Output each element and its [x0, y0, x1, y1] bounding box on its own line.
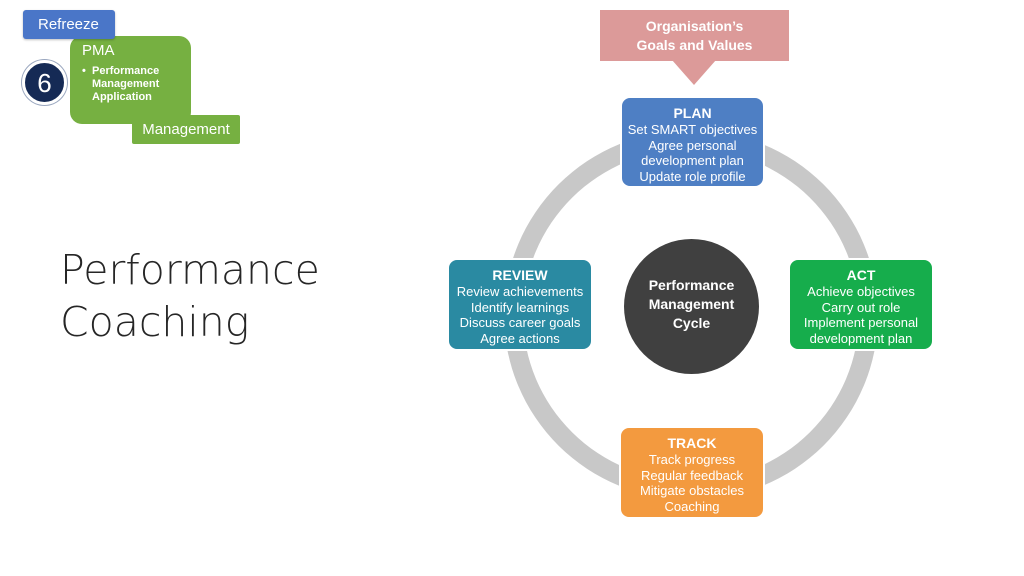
refreeze-button[interactable]: Refreeze — [23, 10, 115, 39]
act-box: ACT Achieve objectives Carry out role Im… — [788, 258, 934, 351]
title-line-1: Performance — [60, 246, 320, 294]
act-heading: ACT — [846, 267, 876, 283]
track-box: TRACK Track progress Regular feedback Mi… — [619, 426, 765, 519]
step-number-badge: 6 — [22, 60, 67, 105]
pma-card[interactable]: PMA Performance Management Application — [70, 36, 191, 124]
plan-item: Update role profile — [639, 168, 746, 184]
pma-bullet-text: Performance Management Application — [82, 65, 181, 104]
cycle-center-circle: Performance Management Cycle — [624, 239, 759, 374]
track-item: Regular feedback — [641, 467, 743, 483]
review-item: Identify learnings — [470, 299, 570, 315]
plan-heading: PLAN — [673, 105, 712, 121]
review-box: REVIEW Review achievements Identify lear… — [447, 258, 593, 351]
review-heading: REVIEW — [492, 267, 548, 283]
goals-line-2: Goals and Values — [636, 37, 753, 53]
act-item: development plan — [809, 330, 913, 346]
management-button[interactable]: Management — [132, 115, 240, 144]
act-item: Achieve objectives — [807, 284, 915, 299]
center-line-1: Performance — [648, 277, 735, 293]
track-heading: TRACK — [667, 435, 717, 451]
review-item: Discuss career goals — [459, 315, 581, 330]
review-item: Agree actions — [480, 330, 560, 346]
track-item: Mitigate obstacles — [639, 483, 745, 498]
track-item: Track progress — [648, 452, 736, 467]
plan-item: Agree personal — [648, 137, 737, 153]
review-item: Review achievements — [456, 284, 584, 299]
goals-values-box: Organisation’s Goals and Values — [600, 10, 789, 61]
page-title: Performance Coaching — [60, 244, 390, 348]
center-line-2: Management — [648, 296, 735, 312]
down-arrow-icon — [672, 60, 716, 85]
track-item: Coaching — [664, 498, 720, 514]
goals-line-1: Organisation’s — [645, 18, 744, 34]
plan-box: PLAN Set SMART objectives Agree personal… — [620, 96, 765, 188]
title-line-2: Coaching — [60, 298, 250, 346]
plan-item: development plan — [641, 153, 744, 168]
act-item: Implement personal — [803, 315, 919, 330]
act-item: Carry out role — [821, 299, 901, 315]
plan-item: Set SMART objectives — [627, 122, 758, 137]
pma-title: PMA — [82, 42, 115, 59]
center-line-3: Cycle — [672, 315, 711, 331]
